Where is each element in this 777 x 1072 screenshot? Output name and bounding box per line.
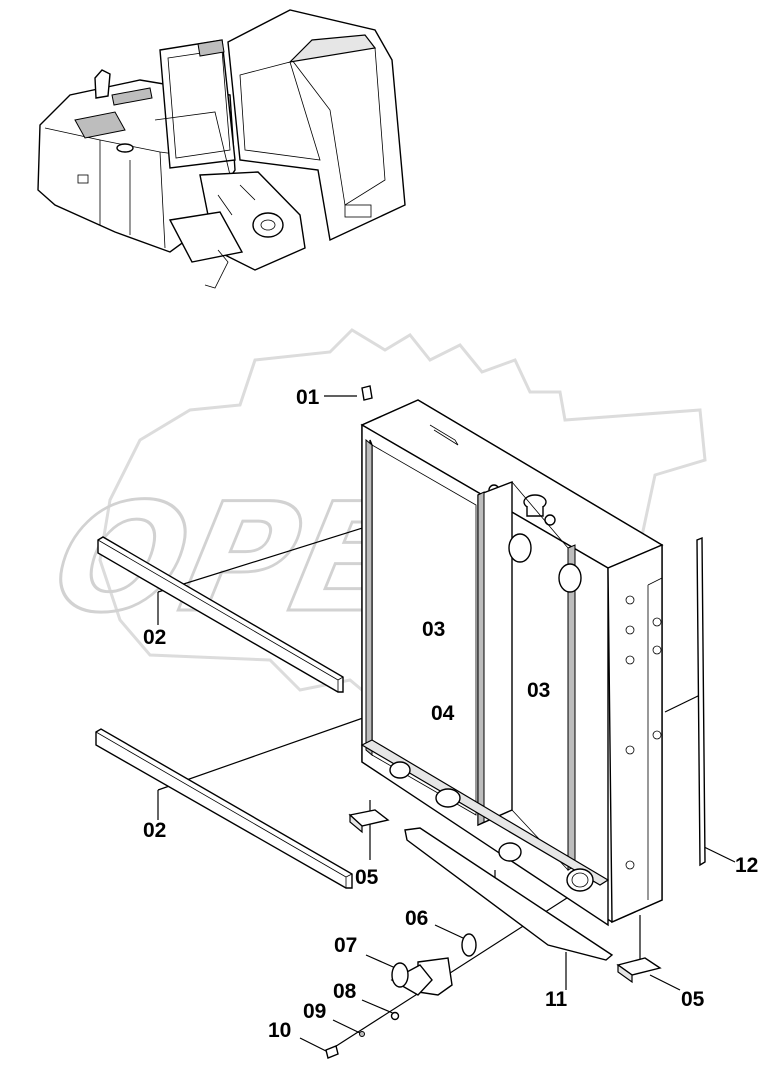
part-05-pad-left-side	[349, 813, 363, 834]
part-06-o-ring	[461, 933, 477, 957]
boom-links	[217, 184, 256, 216]
callout-10: 10	[268, 1019, 291, 1042]
part-02-seal-upper-edge	[97, 539, 344, 692]
part-11-baffle	[404, 827, 614, 961]
excavator-overview-illustration	[37, 9, 406, 289]
handrail	[204, 249, 229, 289]
leader-12	[699, 844, 736, 863]
cab-step	[344, 204, 372, 218]
callout-12: 12	[735, 854, 758, 877]
leader-06	[434, 924, 464, 939]
side-hole-3	[652, 617, 662, 627]
callout-03-middle: 03	[527, 679, 550, 702]
callout-01: 01	[296, 386, 320, 409]
side-hole-7	[625, 745, 635, 755]
leader-10	[299, 1037, 329, 1053]
cab-side-window	[239, 61, 321, 161]
top-grill	[111, 87, 153, 106]
callout-08: 08	[333, 980, 357, 1003]
side-hole-8	[625, 860, 635, 870]
leader-12-top	[664, 694, 701, 713]
upper-pipe-left	[508, 533, 532, 563]
side-hole-5	[625, 655, 635, 665]
part-09-lock-washer	[359, 1031, 365, 1037]
callout-07: 07	[334, 934, 357, 957]
bottom-port-2	[435, 788, 461, 808]
bottom-port-3	[498, 842, 522, 862]
callout-labels: 01 02 03 03 04 02 05 06 07 08 09 10 11 0…	[143, 386, 758, 1042]
callout-03-left: 03	[422, 618, 445, 641]
bottom-outlet-bore	[571, 872, 589, 888]
radiator-top-grill	[197, 39, 225, 57]
part-01-plug	[361, 385, 373, 401]
callout-04: 04	[431, 702, 455, 725]
operator-cab	[227, 9, 406, 242]
side-hole-6	[652, 730, 662, 740]
exhaust-stack	[94, 69, 111, 99]
battery-box	[168, 211, 244, 263]
right-core-fins	[567, 544, 576, 871]
leader-hardware-axis	[329, 879, 596, 1051]
cab-roof-panel	[288, 34, 377, 63]
radiator-assembly	[360, 399, 664, 927]
top-slot	[429, 424, 459, 446]
filler-neck	[526, 506, 544, 517]
middle-core-fins	[477, 491, 485, 826]
part-10-bolt	[325, 1045, 339, 1059]
bottom-port-1	[389, 761, 411, 779]
radiator-mount	[154, 111, 231, 176]
leader-09	[332, 1019, 361, 1034]
callout-02-upper: 02	[143, 626, 166, 649]
callout-11: 11	[545, 988, 568, 1011]
part-12-side-seal	[696, 536, 706, 867]
callout-05-left: 05	[355, 866, 379, 889]
bottom-tank	[360, 739, 610, 886]
elbow-body	[390, 964, 433, 996]
callout-09: 09	[303, 1000, 326, 1023]
excavator-panel-seams	[99, 140, 166, 249]
part-08-washer	[390, 1011, 400, 1021]
elbow-inlet	[391, 962, 409, 988]
engine-grill	[74, 111, 126, 139]
top-boss-3	[544, 514, 556, 526]
leader-02b	[157, 704, 401, 791]
side-hole-1	[625, 595, 635, 605]
excavator-badge	[77, 174, 89, 184]
radiator-side-plate	[607, 543, 663, 924]
upper-pipe-right	[558, 563, 582, 593]
left-core-fins	[365, 438, 373, 757]
bottom-outlet	[566, 868, 594, 892]
boom-pivot-pin	[260, 219, 276, 231]
callout-05-right: 05	[681, 988, 705, 1011]
side-hole-4	[652, 645, 662, 655]
callout-06: 06	[405, 907, 428, 930]
part-07-elbow	[390, 957, 453, 996]
side-plate-flange	[647, 577, 663, 900]
callout-02-lower: 02	[143, 819, 166, 842]
side-hole-2	[625, 625, 635, 635]
part-02-seal-lower	[95, 728, 353, 889]
boom-pivot	[252, 212, 284, 238]
part-02-seal-lower-edge	[95, 731, 353, 888]
fuel-cap	[116, 143, 134, 153]
leader-05b-tail	[649, 974, 681, 991]
part-05-pad-right-side	[617, 963, 633, 984]
